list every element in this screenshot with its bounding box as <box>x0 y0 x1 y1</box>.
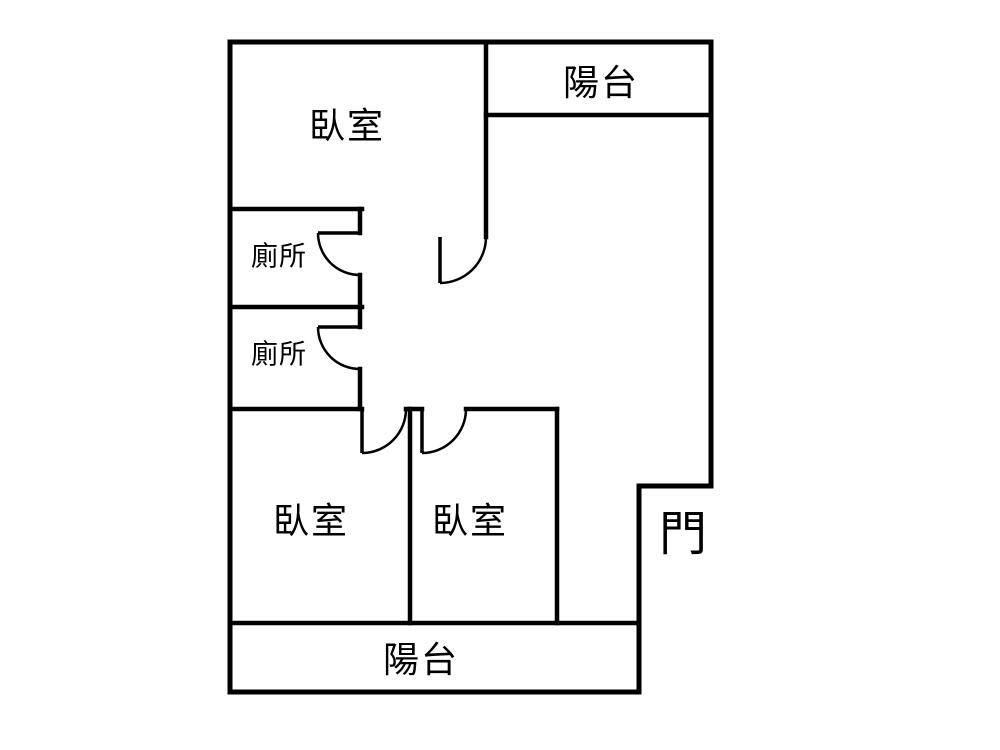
room-label-balcony-bottom: 陽台 <box>382 639 460 680</box>
wall-outer-boundary <box>227 39 714 695</box>
door-arc-bedroom-top <box>439 236 488 285</box>
room-label-bedroom-bottom-right: 臥室 <box>431 500 509 541</box>
door-arc-bedroom-bottom-left <box>361 408 408 455</box>
room-label-toilet-upper: 廁所 <box>251 241 307 272</box>
interior-walls <box>227 39 714 626</box>
room-label-entrance-door: 門 <box>658 508 710 561</box>
door-swings <box>316 231 488 455</box>
room-label-toilet-lower: 廁所 <box>251 339 307 370</box>
room-label-bedroom-top: 臥室 <box>308 105 386 146</box>
outer-walls <box>227 39 714 695</box>
room-label-bedroom-bottom-left: 臥室 <box>272 500 350 541</box>
door-arc-toilet-lower <box>316 326 361 371</box>
door-arc-bedroom-bottom-right <box>421 408 468 455</box>
door-arc-toilet-upper <box>316 232 361 277</box>
room-label-balcony-top: 陽台 <box>562 62 640 103</box>
